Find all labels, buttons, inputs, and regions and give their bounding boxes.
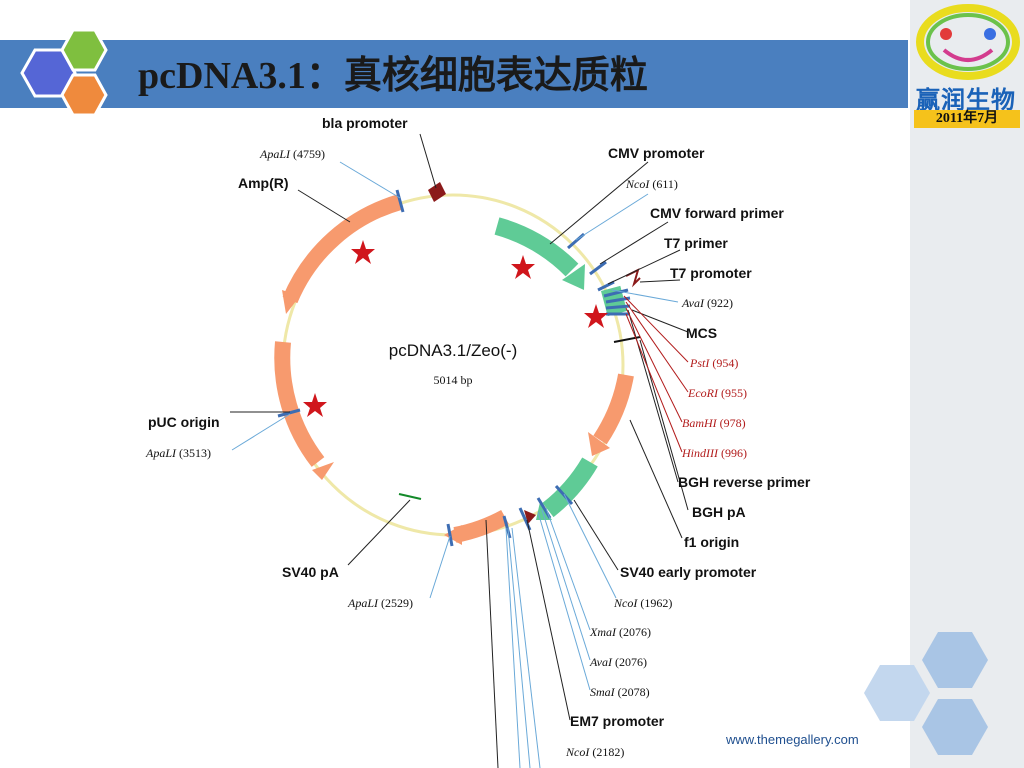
amp-r-arrowhead [282, 290, 300, 314]
star-icon [511, 255, 535, 279]
amp-r-arrow [282, 194, 403, 304]
label-cmv-promoter: CMV promoter [608, 145, 705, 161]
slide-title: pcDNA3.1：真核细胞表达质粒 [138, 55, 648, 97]
blue-hexagon [20, 48, 77, 98]
site-bamhi-978: BamHI (978) [682, 416, 746, 430]
zeocin-arrow [593, 373, 634, 445]
sv40-pa-marker [398, 493, 422, 500]
label-bgh-reverse-primer: BGH reverse primer [678, 474, 811, 490]
site-psti-954: PstI (954) [689, 356, 738, 370]
light-hexagon-1 [922, 632, 988, 688]
bla-promoter-marker [428, 182, 446, 202]
mcs-site-lines [623, 295, 689, 453]
leader-lines [230, 133, 689, 768]
star-icon [303, 393, 327, 417]
label-bla-promoter: bla promoter [322, 115, 408, 131]
orange-hexagon [60, 73, 108, 117]
title-bar [0, 40, 908, 108]
light-hexagon-2 [864, 665, 930, 721]
date-badge: 2011年7月 [914, 110, 1020, 128]
label-mcs: MCS [686, 325, 717, 341]
cmv-promoter-arrowhead [562, 264, 585, 290]
f1-origin-arrow [542, 457, 598, 518]
sv40-pa-arrowhead [444, 525, 462, 545]
label-t7-promoter: T7 promoter [670, 265, 752, 281]
site-hindiii-996: HindIII (996) [681, 446, 747, 460]
site-ncoi-2182: NcoI (2182) [565, 745, 624, 759]
label-bgh-pa: BGH pA [692, 504, 746, 520]
company-logo-icon [916, 4, 1020, 80]
plasmid-name: pcDNA3.1/Zeo(-) [389, 341, 517, 360]
label-sv40-pa: SV40 pA [282, 564, 339, 580]
site-avai-2076: AvaI (2076) [589, 655, 647, 669]
site-avai-922: AvaI (922) [681, 296, 733, 310]
star-icon [584, 304, 608, 328]
footer-url[interactable]: www.themegallery.com [726, 732, 859, 747]
label-puc-origin: pUC origin [148, 414, 220, 430]
company-logo-text: 赢润生物 [916, 87, 1016, 114]
star-icon [351, 240, 375, 264]
site-xmai-2076: XmaI (2076) [589, 625, 651, 639]
plasmid-size: 5014 bp [434, 373, 473, 387]
puc-origin-arrowhead [312, 462, 334, 480]
light-hexagon-3 [922, 699, 988, 755]
site-ecori-955: EcoRI (955) [687, 386, 747, 400]
puc-origin-arrow [274, 341, 325, 467]
site-apali-3513: ApaLI (3513) [145, 446, 211, 460]
label-cmv-forward-primer: CMV forward primer [650, 205, 784, 221]
label-amp-r: Amp(R) [238, 175, 289, 191]
site-apali-4759: ApaLI (4759) [259, 147, 325, 161]
label-em7-promoter: EM7 promoter [570, 713, 665, 729]
star-icons [303, 240, 608, 417]
site-ncoi-611: NcoI (611) [625, 177, 678, 191]
site-ncoi-1962: NcoI (1962) [613, 596, 672, 610]
site-apali-2529: ApaLI (2529) [347, 596, 413, 610]
site-lines [231, 161, 679, 768]
cmv-promoter-arrow [494, 217, 579, 277]
zeocin-arrowhead [588, 432, 610, 456]
site-smai-2078: SmaI (2078) [590, 685, 650, 699]
sv40-pa-arrow [453, 509, 509, 543]
label-sv40-early-promoter: SV40 early promoter [620, 564, 757, 580]
label-t7-primer: T7 primer [664, 235, 728, 251]
green-hexagon [60, 28, 108, 72]
label-f1-origin: f1 origin [684, 534, 739, 550]
